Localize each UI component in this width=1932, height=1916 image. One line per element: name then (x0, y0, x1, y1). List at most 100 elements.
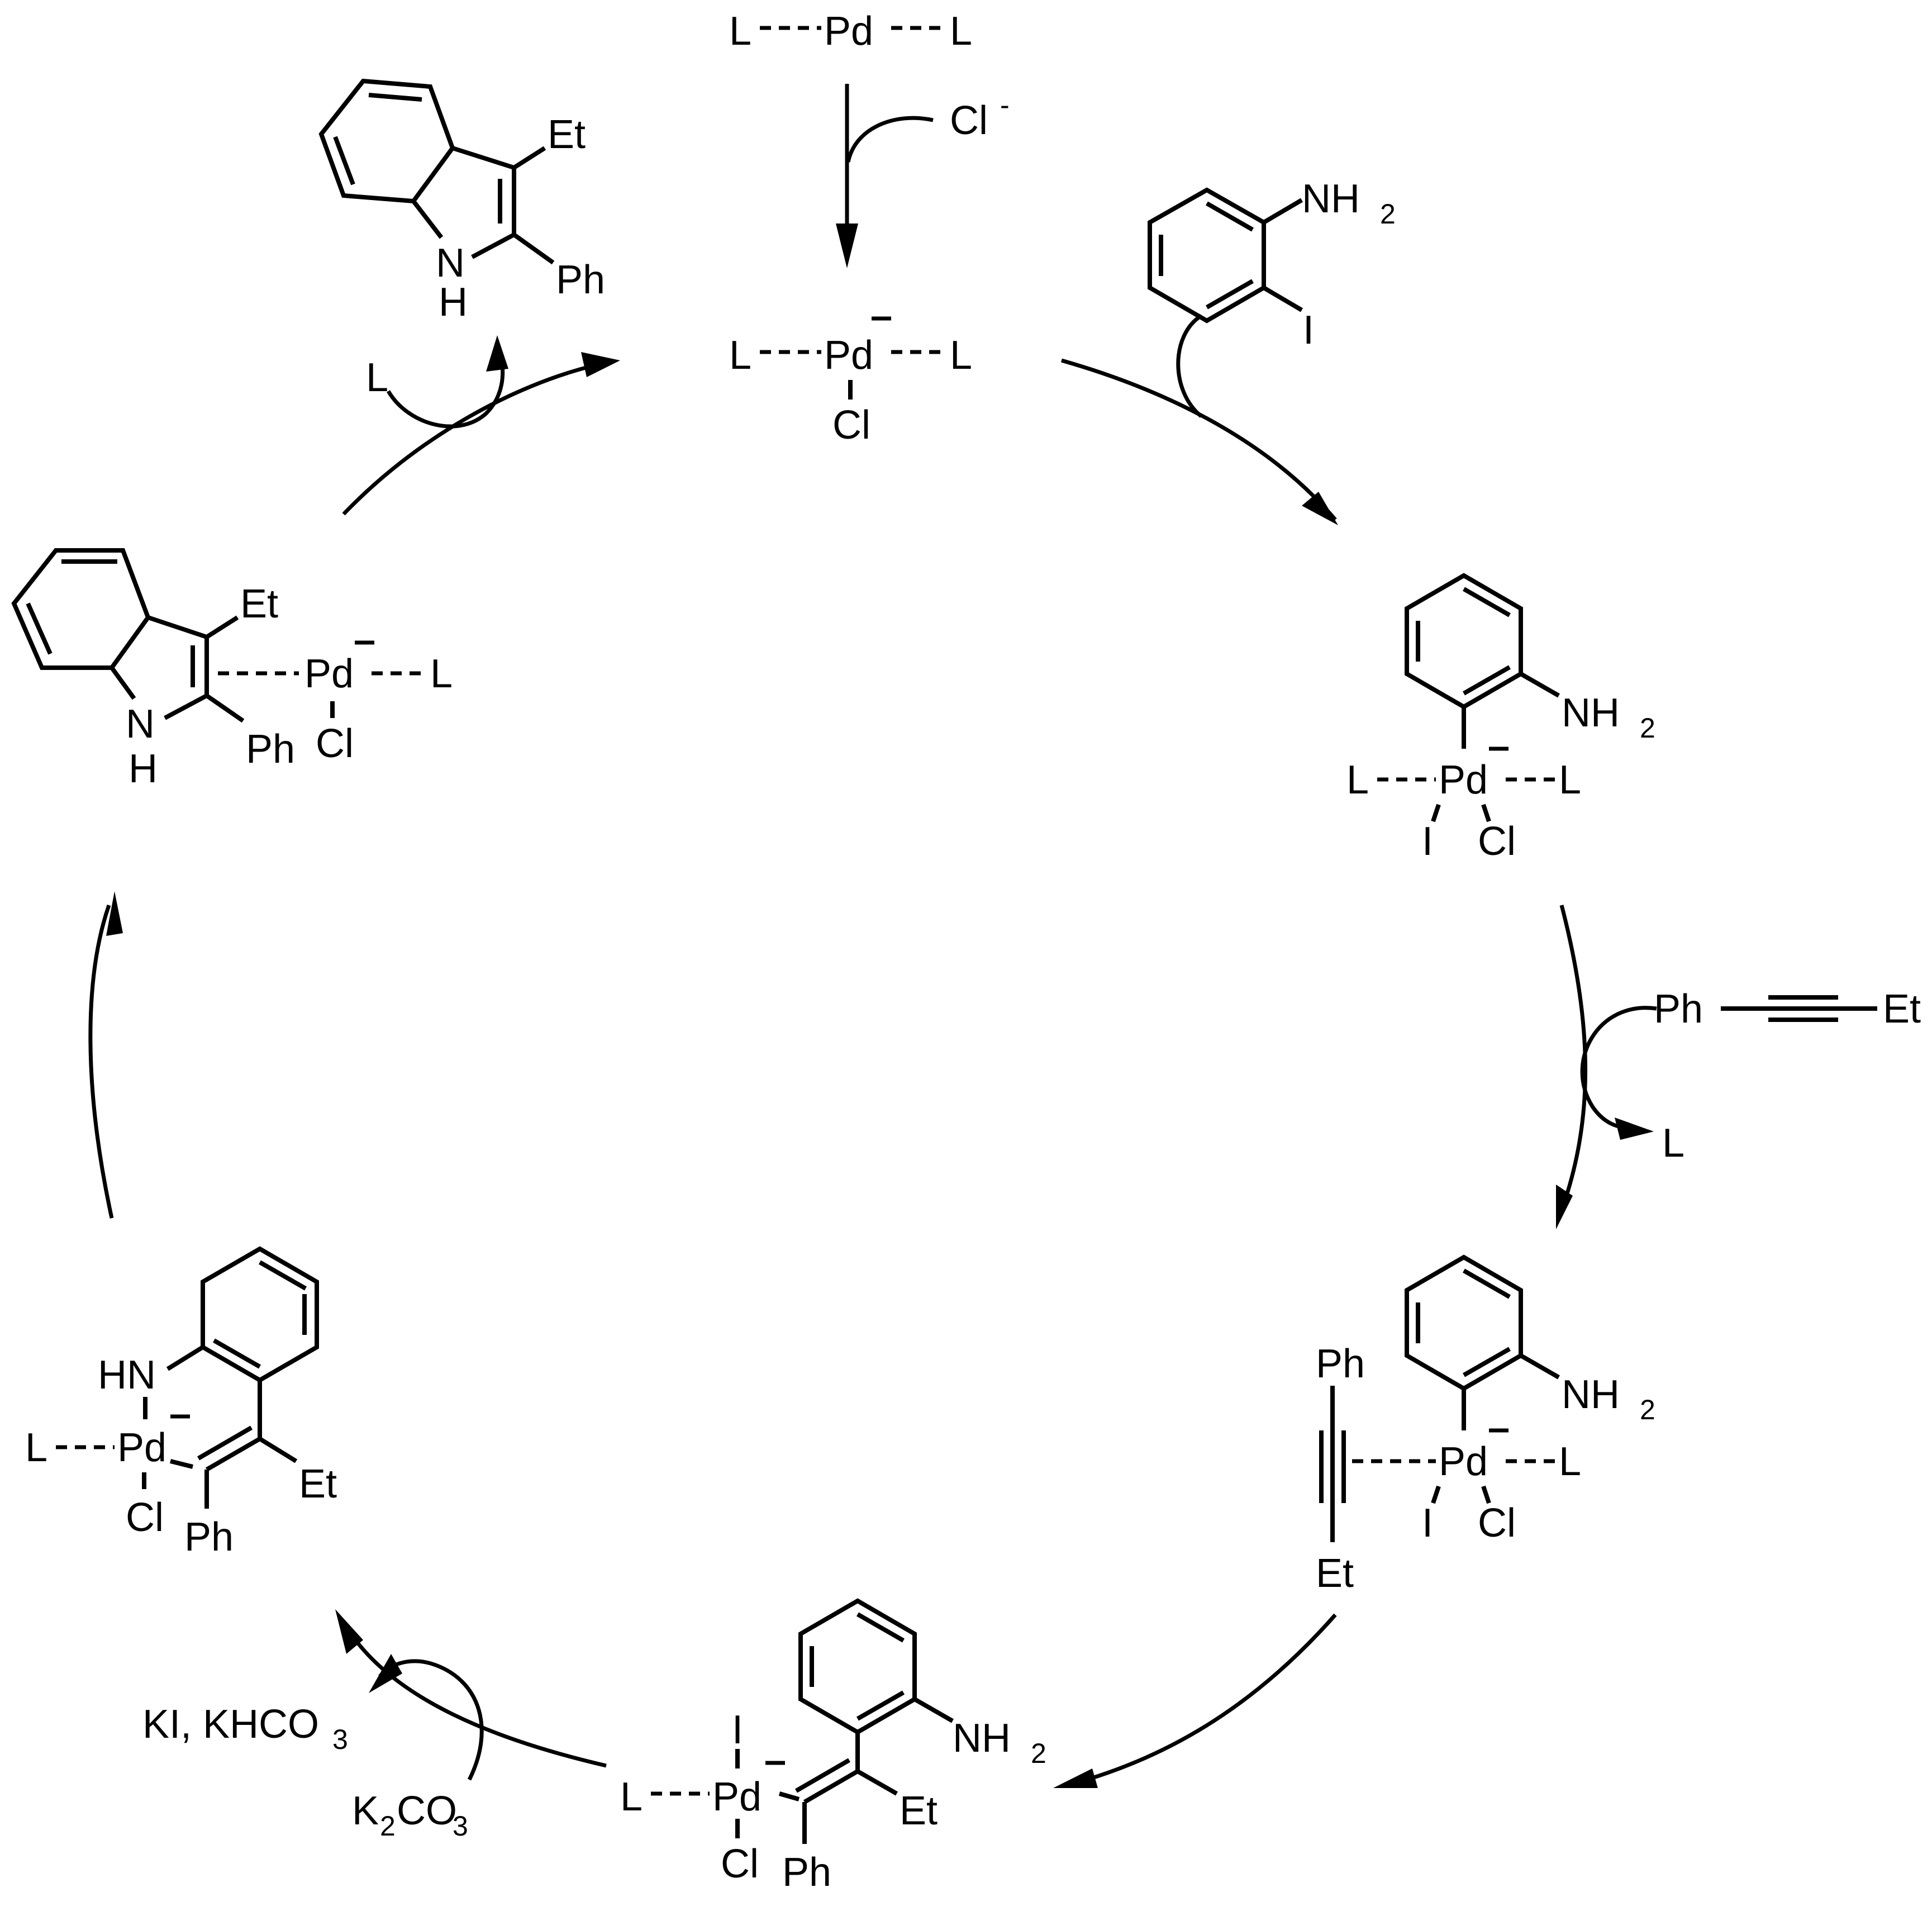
pd-i-bond (1431, 1485, 1441, 1504)
arrow-head (836, 224, 858, 268)
c-et-bond (512, 146, 546, 170)
reagent-curved-arrow (378, 1659, 484, 1781)
ethyl-label: Et (240, 582, 278, 626)
arrow-head (106, 891, 123, 936)
vinyl-double-bond (197, 1425, 253, 1461)
ligand-label: L (430, 652, 453, 696)
amine-label: NH (953, 1716, 1011, 1761)
c-ph-bond (205, 693, 245, 723)
curved-arrow (846, 116, 934, 163)
phenyl-label: Ph (184, 1515, 234, 1560)
pd0-complex: L Pd L (729, 9, 972, 54)
amine-label: NH (1562, 691, 1620, 735)
benzene-ring (1405, 573, 1523, 710)
phenyl-label: Ph (246, 727, 295, 772)
subscript: 2 (1640, 1394, 1655, 1425)
cycle-arrow (356, 1641, 607, 1768)
cycle-arrow (1061, 358, 1337, 521)
alkyne-coordination-arrow: Ph Et L (1556, 905, 1921, 1229)
aromatic-double-bond (856, 1612, 905, 1643)
aromatic-double-bond (1463, 1268, 1511, 1299)
ligand-label: L (729, 333, 751, 378)
anionic-pd0-complex: L Pd L Cl (729, 316, 972, 448)
aromatic-double-bond (26, 602, 53, 655)
subscript: 2 (1640, 712, 1655, 744)
subscript: 3 (453, 1810, 468, 1842)
reagent-curved-arrow (1176, 314, 1203, 418)
ligand-curved-arrow (386, 351, 505, 429)
aromatic-double-bond (1206, 201, 1254, 232)
pd-label: Pd (712, 1775, 762, 1819)
oxidative-addition-arrow (1061, 314, 1338, 525)
benzene-ring (11, 548, 151, 670)
aromatic-double-bond (213, 1338, 261, 1369)
c-ph-bond (512, 232, 555, 265)
c2-n-bond (471, 232, 515, 259)
pd-label: Pd (1439, 758, 1488, 802)
ligand-label: L (729, 9, 751, 54)
aromatic-double-bond (1463, 665, 1511, 696)
cycle-arrow (1557, 905, 1588, 1219)
iodo-ligand-label: I (1422, 1501, 1433, 1546)
indole-product: N H Et Ph (318, 78, 605, 325)
subscript: 3 (332, 1724, 348, 1755)
ligand-label: L (1346, 758, 1369, 802)
hydrogen-label: H (439, 280, 468, 325)
vinyl-double-bond (205, 1437, 261, 1472)
c-et-bond (856, 1769, 898, 1796)
byproduct-label: KI, KHCO (142, 1702, 319, 1747)
ligand-label: L (620, 1775, 643, 1819)
subscript: 2 (380, 1810, 396, 1842)
reductive-elimination-arrow (88, 891, 123, 1219)
iodo-ligand-label: I (732, 1708, 743, 1752)
reagent-curved-arrow (1580, 1006, 1657, 1131)
c-et-bond (205, 615, 239, 639)
pd-label: Pd (304, 652, 354, 696)
base-label: CO (397, 1789, 457, 1833)
c-n-bond (913, 1697, 954, 1723)
ethyl-label: Et (1316, 1551, 1354, 1596)
benzene-ring (1405, 1254, 1523, 1391)
chloride-ligand-label: Cl (126, 1495, 164, 1540)
ethyl-label: Et (1883, 987, 1921, 1031)
aryl-pd-complex: NH 2 L Pd L I Cl (1346, 573, 1655, 864)
chloride-addition-arrow: Cl - (836, 84, 1010, 268)
benzene-ring (1148, 187, 1266, 324)
pd-cl-bond (1481, 1485, 1491, 1504)
chloride-ligand-label: Cl (316, 721, 354, 766)
ligand-label: L (950, 9, 972, 54)
ligand-label: L (1559, 758, 1581, 802)
c2-n-bond (164, 693, 208, 720)
arrow-head (486, 335, 508, 372)
benzene-ring (318, 78, 455, 204)
pd-label: Pd (1439, 1439, 1488, 1484)
hydrogen-label: H (129, 747, 158, 791)
arrow-head (369, 1654, 402, 1693)
nitrogen-label: N (126, 702, 155, 747)
aromatic-double-bond (1463, 1347, 1511, 1377)
ethyl-label: Et (548, 112, 586, 157)
c7a-n-bond (110, 666, 136, 700)
cycle-arrow (1067, 1613, 1337, 1787)
chloride-ligand-label: Cl (1478, 819, 1516, 864)
c7a-n-bond (411, 199, 444, 239)
base-arrow: KI, KHCO 3 K 2 CO 3 (142, 1609, 607, 1842)
amine-label: NH (1562, 1372, 1620, 1417)
phenyl-label: Ph (1654, 987, 1703, 1031)
base-label: K (352, 1789, 379, 1833)
phenyl-label: Ph (782, 1850, 831, 1895)
iodo-label: I (1303, 308, 1314, 353)
subscript: 2 (1380, 198, 1396, 230)
phenyl-label: Ph (1316, 1342, 1365, 1386)
indole-pd-complex: N H Et Ph Pd L Cl (11, 548, 453, 791)
cycle-arrow (88, 904, 114, 1219)
alkyne-pd-complex: NH 2 Ph Et Pd L I Cl (1316, 1254, 1655, 1596)
arrow-head (1302, 492, 1338, 525)
pd-label: Pd (117, 1425, 166, 1470)
c3a-c3-bond (147, 615, 208, 639)
aromatic-double-bond (1463, 587, 1511, 617)
arrow-head (335, 1609, 363, 1654)
ligand-label: L (25, 1425, 47, 1470)
